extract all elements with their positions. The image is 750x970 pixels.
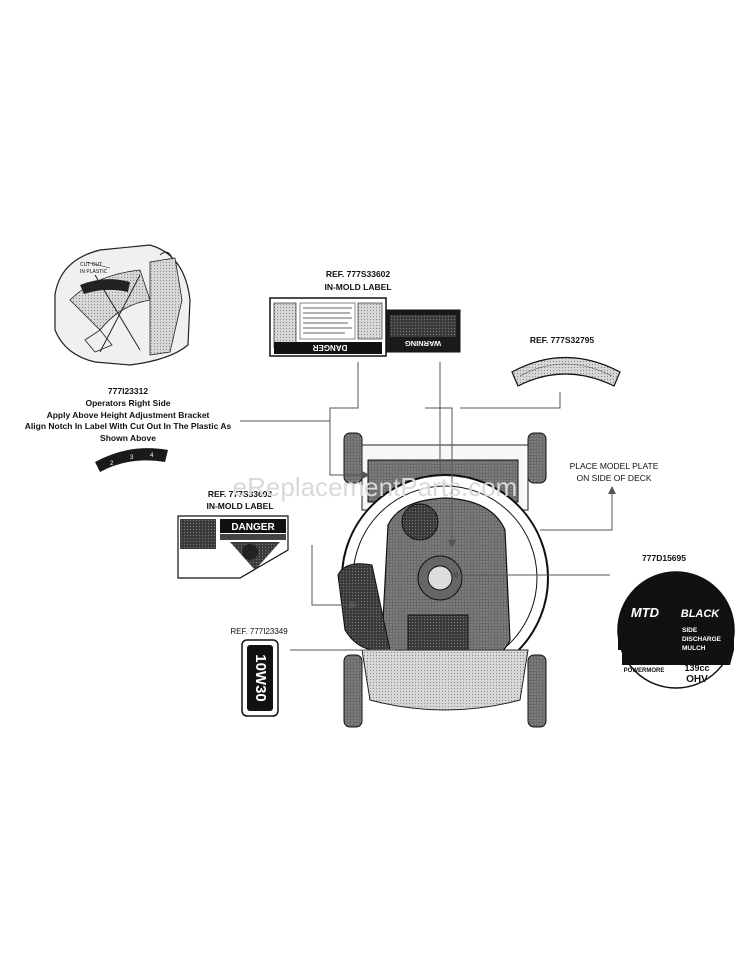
left-label-ref: REF. 777S33603 (208, 489, 273, 499)
top-in-mold-decal: DANGER WARNING (269, 297, 461, 357)
top-label-ref: REF. 777S33602 (326, 269, 391, 279)
in-plastic-note: IN PLASTIC (80, 269, 108, 275)
engine-line-mulch: MULCH (682, 645, 706, 652)
top-label-title: IN-MOLD LABEL (324, 282, 391, 292)
engine-label-part-number: 777D15695 (642, 553, 686, 563)
leader-lines (240, 362, 613, 651)
rear-curved-decal (511, 357, 621, 387)
engine-brand-mtd: MTD (631, 605, 660, 620)
model-plate-note-line-1: PLACE MODEL PLATE (570, 461, 659, 471)
left-label-title: IN-MOLD LABEL (206, 501, 273, 511)
bracket-part-number: 777I23312 (108, 386, 148, 396)
mower-top-view (337, 432, 549, 728)
engine-line-side: SIDE (682, 627, 698, 634)
bracket-note-line-2: Apply Above Height Adjustment Bracket (47, 410, 210, 420)
engine-powermore-text: POWERMORE (624, 668, 665, 674)
oil-decal: 10W30 (241, 639, 279, 717)
left-in-mold-decal: DANGER (177, 515, 289, 579)
leader-arrows (350, 471, 616, 609)
engine-type: OHV (686, 674, 708, 685)
height-scale-decal: 2 3 4 (95, 448, 168, 472)
engine-brand-black: BLACK (681, 608, 721, 620)
rear-label-ref: REF. 777S32795 (530, 335, 595, 345)
engine-displacement: 139cc (684, 663, 709, 673)
bracket-note-line-3: Align Notch In Label With Cut Out In The… (25, 421, 232, 431)
height-adjustment-bracket-drawing: CUT OUT IN PLASTIC (54, 244, 191, 366)
oil-label-ref: REF. 777I23349 (230, 627, 288, 636)
oil-label-text: 10W30 (252, 654, 269, 702)
left-label-danger-text: DANGER (231, 522, 275, 533)
bracket-note-line-4: Shown Above (100, 433, 156, 443)
watermark: eReplacementParts.com (233, 472, 518, 502)
model-plate-note-line-2: ON SIDE OF DECK (576, 473, 651, 483)
scale-mark-2: 2 (110, 461, 114, 467)
top-label-warning-text: WARNING (405, 339, 441, 348)
cut-out-leader-line (85, 261, 111, 269)
top-label-danger-text: DANGER (312, 343, 347, 352)
cut-out-note: CUT OUT (80, 262, 102, 268)
scale-mark-3: 3 (130, 455, 134, 461)
engine-decal: MTD BLACK SIDE DISCHARGE MULCH POWERMORE… (617, 571, 735, 689)
bracket-note-line-1: Operators Right Side (85, 398, 170, 408)
scale-mark-4: 4 (150, 453, 154, 459)
engine-line-discharge: DISCHARGE (682, 636, 722, 643)
